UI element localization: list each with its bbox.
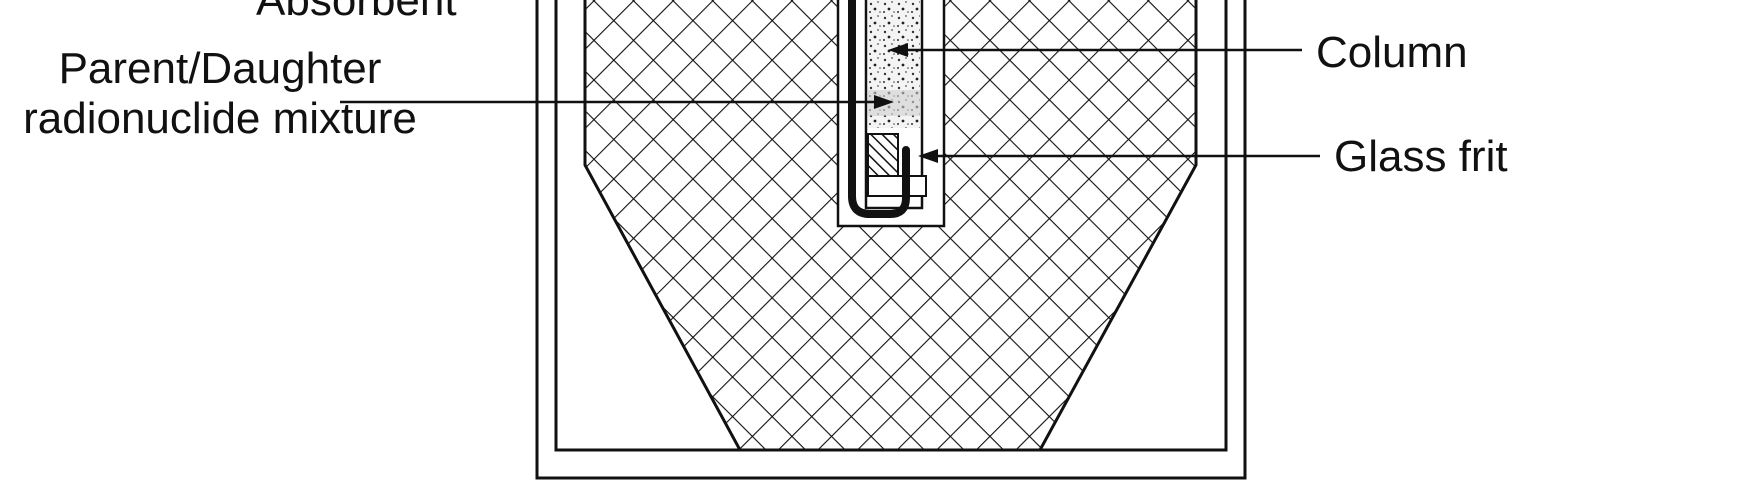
absorbent-label: Absorbent (256, 0, 457, 26)
glass-frit (868, 134, 898, 176)
frit-base (868, 176, 926, 196)
column-label: Column (1316, 28, 1468, 78)
parent-daughter-label-line2: radionuclide mixture (0, 94, 440, 144)
glass-frit-label: Glass frit (1334, 132, 1508, 182)
parent-daughter-label: Parent/Daughter radionuclide mixture (0, 44, 440, 144)
parent-daughter-label-line1: Parent/Daughter (0, 44, 440, 94)
